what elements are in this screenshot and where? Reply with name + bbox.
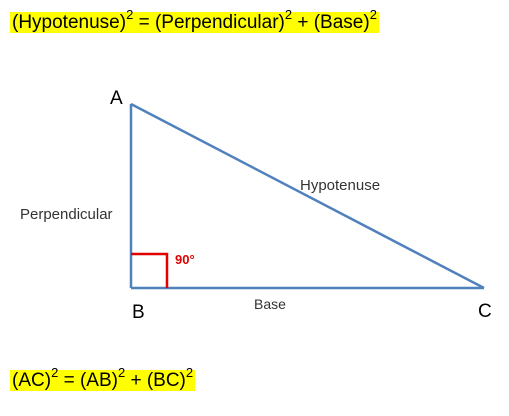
formula-exponent: 2 [126, 6, 134, 22]
formula-exponent: 2 [117, 364, 126, 380]
formula-term: (Hypotenuse) [12, 12, 127, 33]
vertex-label-c: C [478, 301, 492, 322]
formula-exponent: 2 [185, 364, 194, 380]
right-angle-marker [131, 252, 169, 288]
formula-highlight: (AC)2 = (AB)2 + (BC)2 [10, 366, 196, 391]
formula-term: + (Base) [292, 12, 370, 33]
hypotenuse-label: Hypotenuse [300, 177, 380, 194]
formula-exponent: 2 [369, 6, 377, 22]
formula-term: (AC) [12, 370, 52, 391]
formula-pythagoras-vertices: (AC)2 = (AB)2 + (BC)2 [10, 366, 196, 393]
perpendicular-label: Perpendicular [20, 206, 113, 223]
formula-exponent: 2 [51, 364, 59, 380]
angle-label: 90° [175, 252, 195, 267]
side-ac-hypotenuse [130, 102, 485, 290]
formula-term: = (Perpendicular) [133, 12, 285, 33]
vertex-label-b: B [132, 302, 145, 323]
formula-pythagoras-words: (Hypotenuse)2 = (Perpendicular)2 + (Base… [10, 8, 379, 35]
base-label: Base [254, 296, 286, 312]
formula-term: + (BC) [125, 370, 186, 391]
formula-term: = (AB) [58, 370, 118, 391]
formula-highlight: (Hypotenuse)2 = (Perpendicular)2 + (Base… [10, 8, 379, 33]
vertex-label-a: A [110, 88, 123, 109]
formula-exponent: 2 [284, 6, 293, 22]
